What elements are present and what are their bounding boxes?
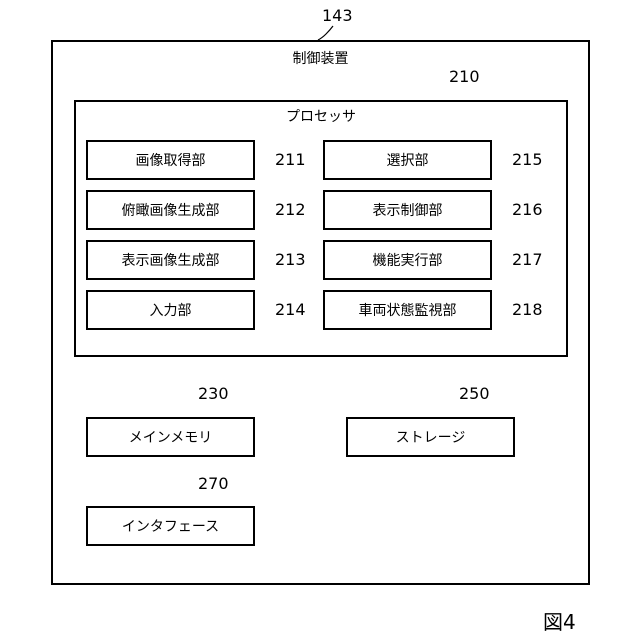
storage-label: ストレージ [396, 427, 466, 447]
ref-230: 230 [198, 384, 229, 403]
ref-143: 143 [322, 6, 353, 25]
unit-display-control: 表示制御部 [323, 190, 492, 230]
ref-214: 214 [275, 300, 306, 319]
unit-label: 機能実行部 [373, 250, 443, 270]
unit-image-acquisition: 画像取得部 [86, 140, 255, 180]
unit-function-execution: 機能実行部 [323, 240, 492, 280]
ref-213: 213 [275, 250, 306, 269]
unit-display-image-generation: 表示画像生成部 [86, 240, 255, 280]
unit-overhead-image-generation: 俯瞰画像生成部 [86, 190, 255, 230]
figure-label: 図4 [543, 606, 576, 635]
storage-box: ストレージ [346, 417, 515, 457]
control-device-title: 制御装置 [53, 48, 588, 68]
ref-217: 217 [512, 250, 543, 269]
unit-label: 画像取得部 [136, 150, 206, 170]
main-memory-label: メインメモリ [129, 427, 213, 447]
ref-218: 218 [512, 300, 543, 319]
unit-label: 車両状態監視部 [359, 300, 457, 320]
ref-270: 270 [198, 474, 229, 493]
interface-label: インタフェース [122, 516, 219, 536]
unit-input: 入力部 [86, 290, 255, 330]
unit-label: 俯瞰画像生成部 [122, 200, 220, 220]
unit-vehicle-state-monitoring: 車両状態監視部 [323, 290, 492, 330]
ref-215: 215 [512, 150, 543, 169]
unit-label: 入力部 [150, 300, 192, 320]
unit-label: 選択部 [387, 150, 429, 170]
unit-label: 表示画像生成部 [122, 250, 220, 270]
ref-216: 216 [512, 200, 543, 219]
main-memory-box: メインメモリ [86, 417, 255, 457]
unit-label: 表示制御部 [373, 200, 443, 220]
ref-210: 210 [449, 67, 480, 86]
ref-211: 211 [275, 150, 306, 169]
interface-box: インタフェース [86, 506, 255, 546]
ref-250: 250 [459, 384, 490, 403]
processor-title: プロセッサ [76, 106, 566, 126]
ref-212: 212 [275, 200, 306, 219]
unit-selection: 選択部 [323, 140, 492, 180]
leader-143 [318, 26, 333, 40]
